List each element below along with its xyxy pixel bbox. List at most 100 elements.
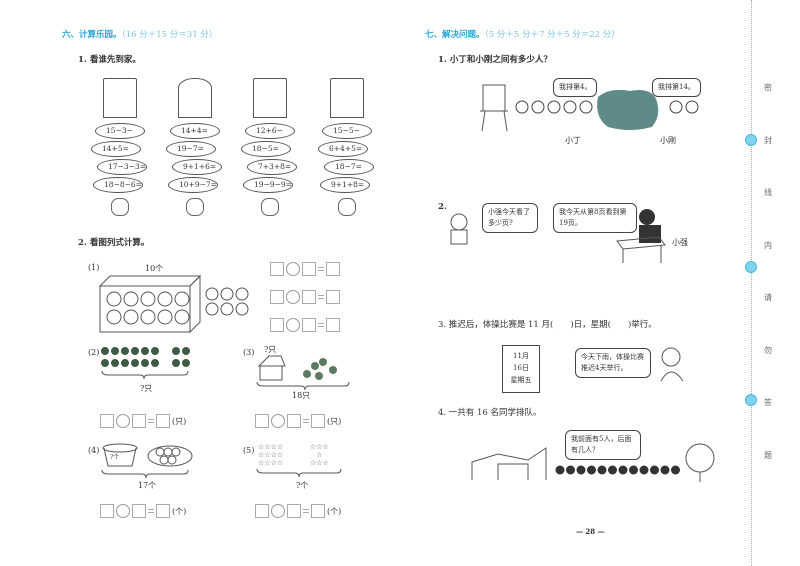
operator-circle[interactable]	[286, 290, 300, 304]
answer-box[interactable]	[100, 504, 114, 518]
operator-circle[interactable]	[116, 414, 130, 428]
part-number: (3)	[243, 348, 255, 357]
answer-box[interactable]	[270, 262, 284, 276]
child-icon	[555, 465, 565, 475]
answer-box[interactable]	[156, 414, 170, 428]
question-1-label: 1. 小丁和小刚之间有多少人？	[438, 55, 552, 65]
speech-bubble: 我排第4。	[553, 78, 598, 97]
speech-bubble: 我今天从第8页看到第19页。	[553, 203, 637, 233]
soccer-ball-icon	[205, 302, 219, 316]
child-icon	[531, 100, 545, 114]
question-2-label: 2.	[438, 202, 447, 212]
child-icon	[618, 465, 628, 475]
equation-oval: 9+1+8=	[320, 177, 370, 193]
section-7-title: 七、解决问题。（5 分＋5 分＋7 分＋5 分＝22 分）	[425, 28, 620, 40]
answer-box[interactable]	[255, 414, 269, 428]
answer-box[interactable]	[100, 414, 114, 428]
name-label: 小刚	[660, 136, 676, 145]
answer-box[interactable]	[255, 504, 269, 518]
unit-label: (个)	[327, 506, 342, 516]
binding-hole	[745, 261, 757, 273]
speech-bubble: 我排第14。	[652, 78, 701, 97]
answer-box[interactable]	[156, 504, 170, 518]
answer-box[interactable]	[302, 262, 316, 276]
calendar-weekday: 星期五	[510, 376, 532, 384]
penguin-icon	[121, 347, 129, 355]
question-2-label: 2. 看图列式计算。	[78, 238, 150, 248]
soccer-ball-icon	[106, 309, 122, 325]
part-number: (5)	[243, 446, 255, 455]
house-birds-illustration	[256, 355, 350, 391]
monkey-icon	[261, 198, 279, 216]
ball-box-illustration	[98, 274, 249, 334]
operator-circle[interactable]	[116, 504, 130, 518]
part-number: (2)	[88, 348, 100, 357]
binding-char: 线	[764, 188, 772, 197]
equation-oval: 14+4=	[170, 123, 220, 139]
penguin-icon	[101, 347, 109, 355]
operator-circle[interactable]	[286, 318, 300, 332]
child-icon	[608, 465, 617, 475]
answer-box[interactable]	[326, 318, 340, 332]
child-icon	[685, 100, 699, 114]
penguin-icon	[172, 347, 180, 355]
penguins-caption: ?只	[140, 384, 153, 393]
soccer-ball-icon	[235, 287, 249, 301]
total-caption: ?个	[296, 481, 309, 490]
penguin-icon	[172, 359, 180, 367]
name-label: 小强	[672, 238, 688, 247]
answer-box[interactable]	[270, 290, 284, 304]
page-number: — 28 —	[576, 527, 605, 536]
stars-left: ☆☆☆☆☆☆☆☆☆☆☆☆	[258, 443, 284, 467]
operator-circle[interactable]	[271, 504, 285, 518]
soccer-ball-icon	[157, 291, 173, 307]
penguin-icon	[151, 347, 159, 355]
answer-box[interactable]	[302, 290, 316, 304]
answer-box[interactable]	[287, 414, 301, 428]
soccer-ball-icon	[220, 287, 234, 301]
section-6-title: 六、计算乐园。（16 分＋15 分＝31 分）	[62, 28, 217, 40]
line-up-illustration	[471, 443, 715, 482]
soccer-ball-icon	[174, 309, 190, 325]
calendar: 11月 16日 星期五	[502, 345, 540, 393]
equation-oval: 14+5=	[91, 141, 141, 157]
penguin-icon	[182, 359, 190, 367]
equation-oval: 6+4+5=	[318, 141, 368, 157]
soccer-ball-icon	[140, 291, 156, 307]
speech-bubble: 今天下雨，体操比赛推迟4天举行。	[575, 348, 651, 378]
answer-box[interactable]	[287, 504, 301, 518]
penguin-icon	[111, 347, 119, 355]
section-points: （5 分＋5 分＋7 分＋5 分＝22 分）	[484, 30, 620, 40]
snow-house-icon	[330, 78, 364, 118]
binding-char: 密	[764, 83, 772, 92]
answer-box[interactable]	[302, 318, 316, 332]
equation-oval: 18−5=	[241, 141, 291, 157]
calendar-day: 16日	[513, 364, 529, 372]
section-title: 七、解决问题。	[425, 30, 485, 40]
soccer-ball-icon	[205, 287, 219, 301]
reading-boy-illustration	[616, 209, 666, 263]
rabbit-icon	[186, 198, 204, 216]
answer-box[interactable]	[132, 414, 146, 428]
answer-box[interactable]	[311, 504, 325, 518]
binding-char: 内	[764, 240, 772, 250]
speech-bubble: 我前面有5人，后面有几人？	[565, 430, 641, 460]
cat-icon	[338, 198, 356, 216]
operator-circle[interactable]	[271, 414, 285, 428]
equation-oval: 15−5−	[322, 123, 372, 139]
answer-box[interactable]	[326, 262, 340, 276]
penguin-icon	[111, 359, 119, 367]
soccer-ball-icon	[235, 302, 249, 316]
binding-char: 答	[764, 398, 772, 407]
answer-box[interactable]	[270, 318, 284, 332]
answer-box[interactable]	[326, 290, 340, 304]
penguin-icon	[121, 359, 129, 367]
stars-right: ☆☆☆☆☆☆☆	[310, 443, 329, 467]
equals-sign	[148, 419, 154, 423]
operator-circle[interactable]	[286, 262, 300, 276]
answer-box[interactable]	[132, 504, 146, 518]
answer-box[interactable]	[311, 414, 325, 428]
name-label: 小丁	[565, 136, 581, 145]
soccer-ball-icon	[123, 291, 139, 307]
binding-hole	[745, 394, 757, 406]
